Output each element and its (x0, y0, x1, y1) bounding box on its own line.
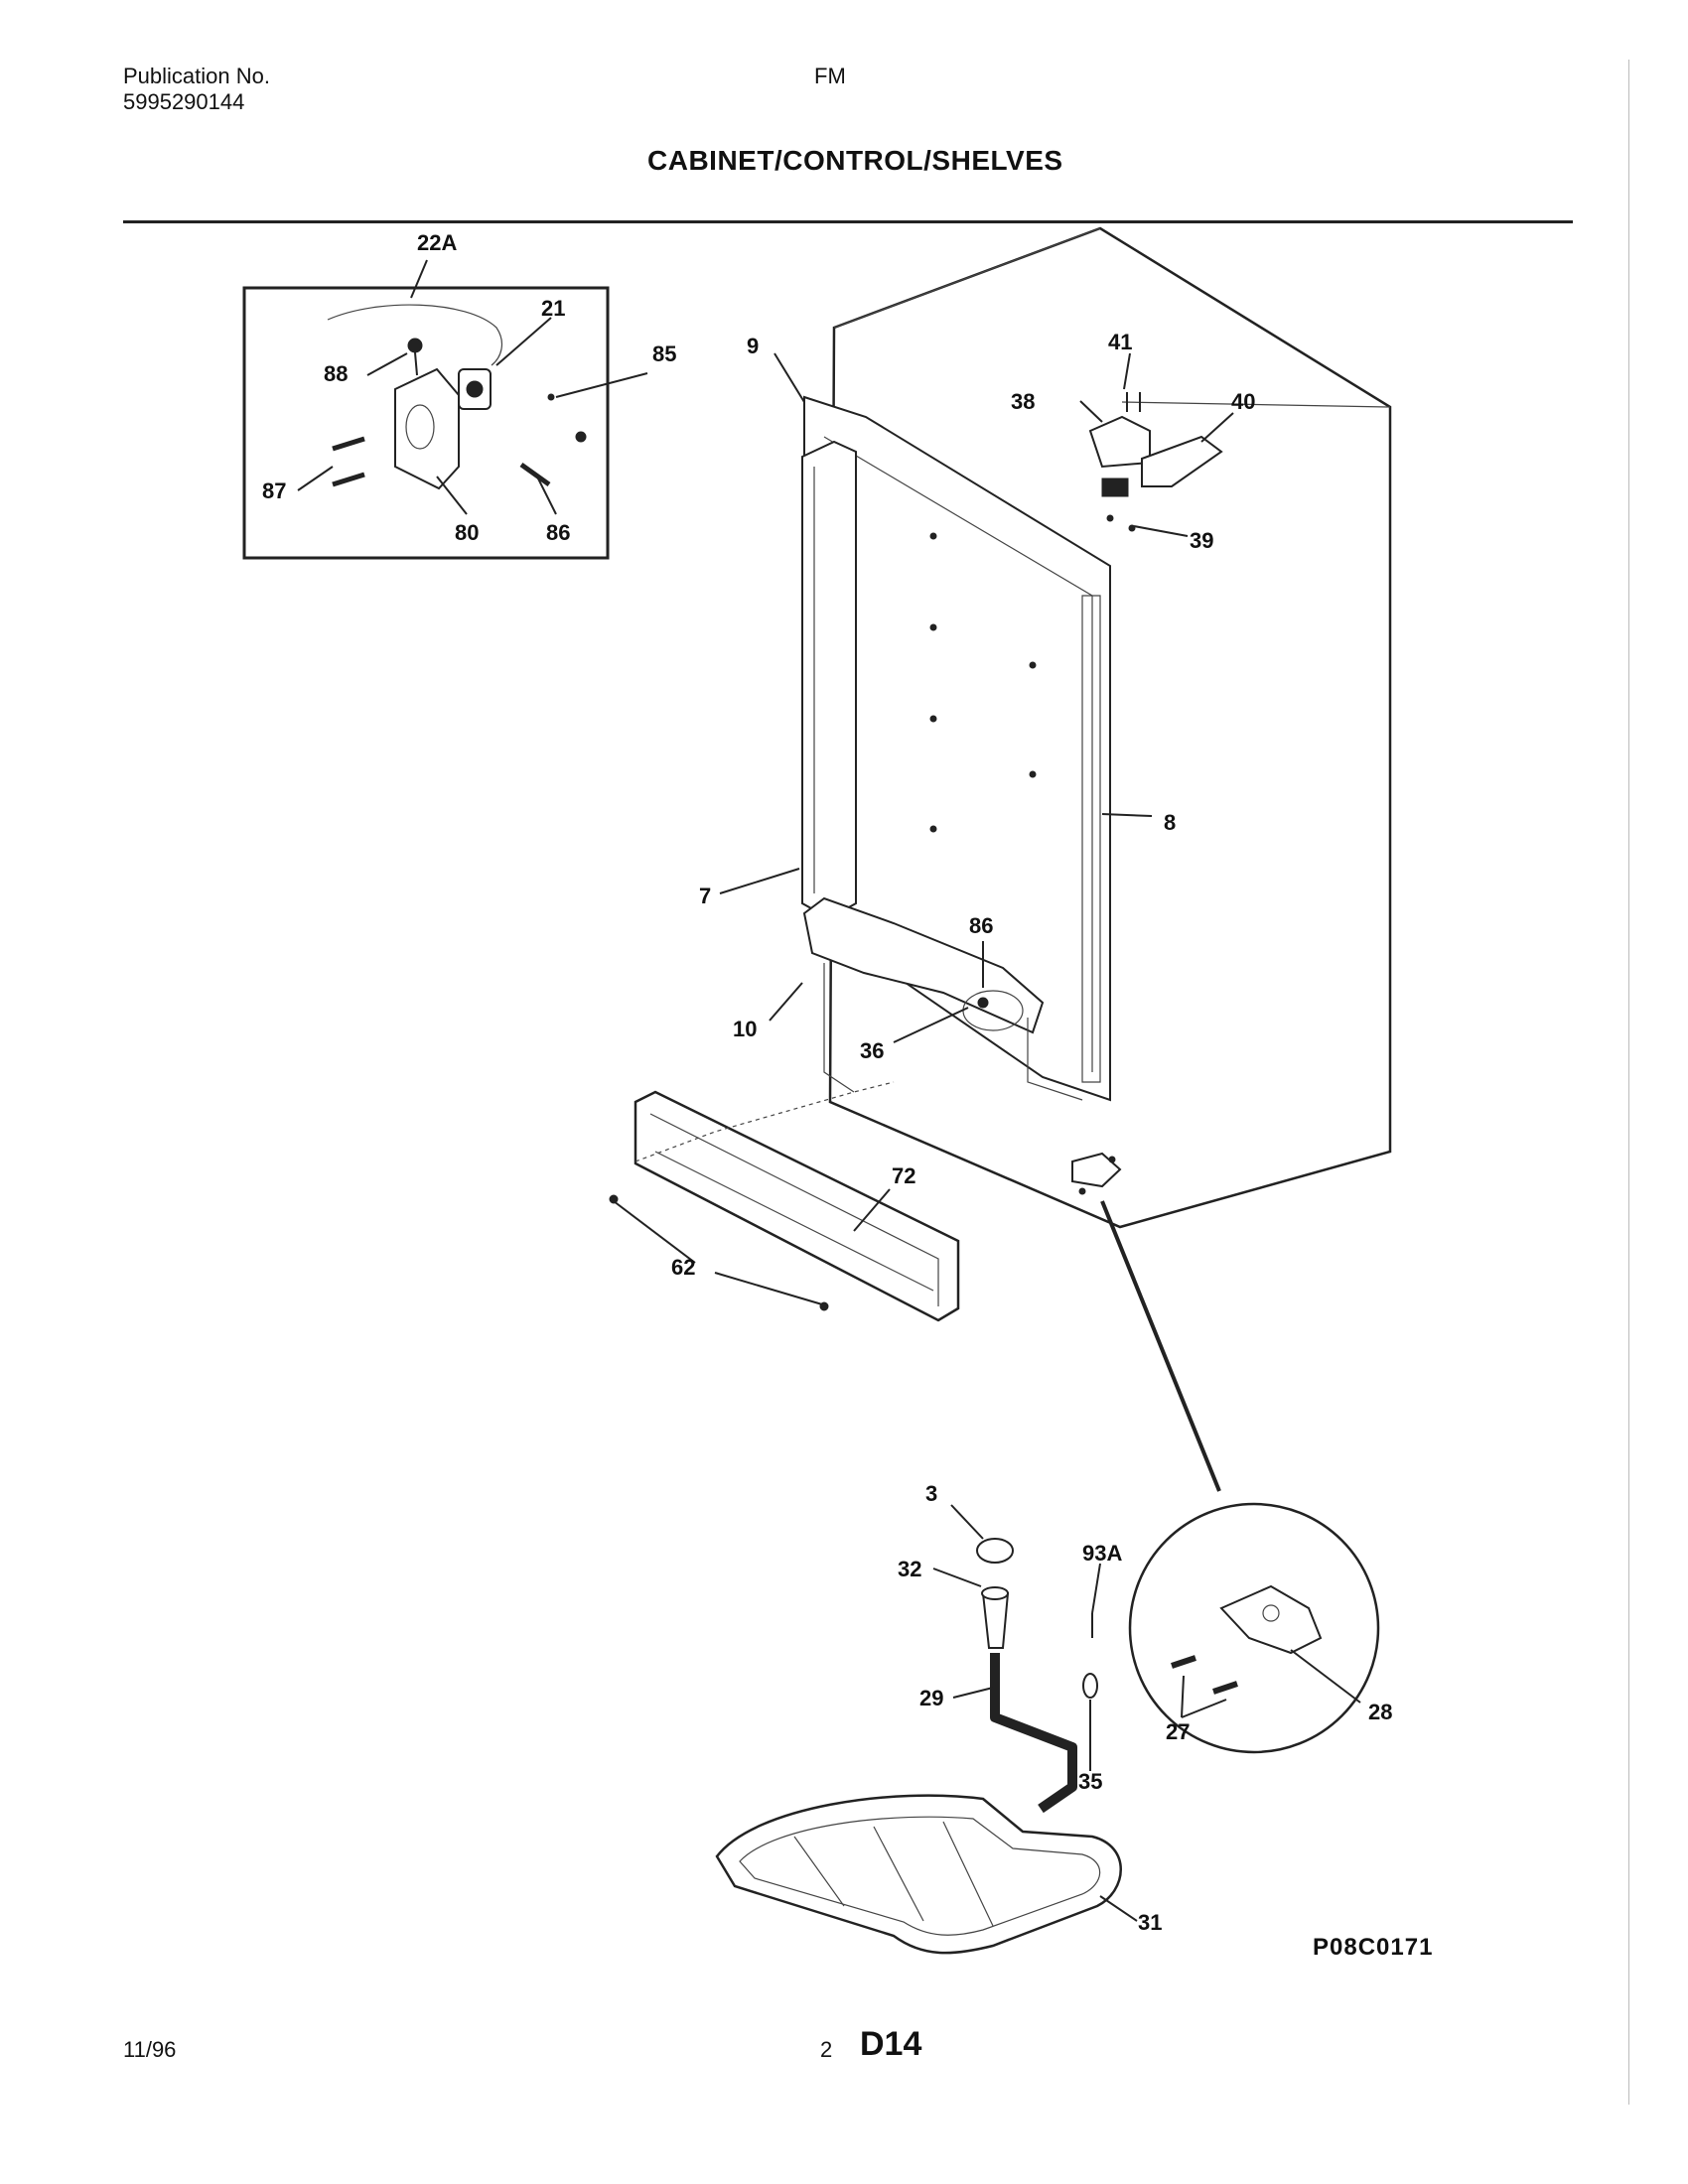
callout-86-cabinet: 86 (969, 913, 993, 938)
drain-assembly (976, 1538, 1098, 1814)
publication-label: Publication No. (123, 64, 270, 88)
bottom-hinge-detail (1071, 1152, 1380, 1754)
page-margin-line (1628, 60, 1629, 2105)
section-title: CABINET/CONTROL/SHELVES (647, 145, 1063, 176)
callout-85: 85 (652, 341, 676, 366)
top-hinge (1088, 392, 1223, 532)
kickplate (609, 1081, 960, 1322)
callout-36: 36 (860, 1038, 884, 1063)
cabinet (801, 226, 1392, 1229)
callout-3: 3 (925, 1481, 937, 1506)
callout-32: 32 (898, 1557, 921, 1581)
callout-35: 35 (1078, 1769, 1102, 1794)
control-inset (242, 286, 610, 560)
callout-27: 27 (1166, 1719, 1190, 1744)
model-code: FM (814, 64, 846, 88)
callout-72: 72 (892, 1163, 915, 1188)
callout-86-control: 86 (546, 520, 570, 545)
callout-62: 62 (671, 1255, 695, 1280)
footer-page-number: 2 (820, 2037, 833, 2062)
callout-29: 29 (919, 1686, 943, 1710)
callout-8: 8 (1164, 810, 1176, 835)
callout-39: 39 (1190, 528, 1213, 553)
callout-80: 80 (455, 520, 479, 545)
drain-pan (715, 1794, 1122, 1955)
footer-date: 11/96 (123, 2037, 177, 2062)
callout-93A: 93A (1082, 1541, 1122, 1566)
callout-10: 10 (733, 1017, 757, 1041)
leader-lines (297, 259, 1361, 1922)
callout-38: 38 (1011, 389, 1035, 414)
callout-21: 21 (541, 296, 565, 321)
callout-31: 31 (1138, 1910, 1162, 1935)
footer-page-code: D14 (860, 2025, 922, 2063)
callout-88: 88 (324, 361, 348, 386)
callout-7: 7 (699, 884, 711, 908)
callout-87: 87 (262, 478, 286, 503)
illustration-code: P08C0171 (1313, 1934, 1434, 1961)
header-rule (123, 220, 1573, 223)
callout-9: 9 (747, 334, 759, 358)
callout-28: 28 (1368, 1700, 1392, 1724)
callout-40: 40 (1231, 389, 1255, 414)
callout-22A: 22A (417, 230, 457, 255)
callout-41: 41 (1108, 330, 1132, 354)
publication-number: 5995290144 (123, 89, 245, 114)
